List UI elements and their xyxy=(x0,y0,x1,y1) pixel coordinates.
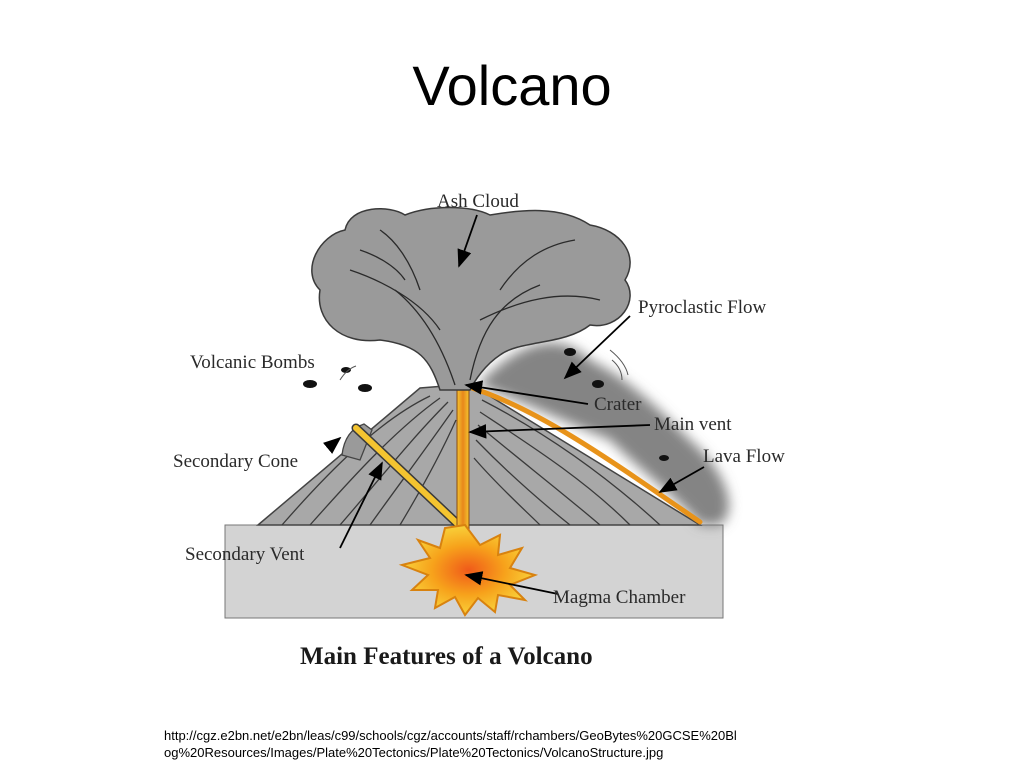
diagram-caption: Main Features of a Volcano xyxy=(300,643,593,670)
label-main-vent: Main vent xyxy=(654,414,732,435)
slide-title: Volcano xyxy=(412,54,612,117)
main-vent xyxy=(456,383,470,531)
label-pyroclastic-flow: Pyroclastic Flow xyxy=(638,297,767,318)
label-lava-flow: Lava Flow xyxy=(703,446,785,467)
source-url-line-1: http://cgz.e2bn.net/e2bn/leas/c99/school… xyxy=(164,728,737,743)
label-magma-chamber: Magma Chamber xyxy=(553,587,686,608)
magma-chamber xyxy=(398,523,539,617)
label-arrows xyxy=(322,214,705,595)
ash-cloud xyxy=(311,206,631,391)
label-ash-cloud: Ash Cloud xyxy=(437,191,519,212)
bomb-trails xyxy=(339,349,629,381)
label-secondary-cone: Secondary Cone xyxy=(173,451,298,472)
volcanic-bombs xyxy=(303,348,669,461)
label-secondary-vent: Secondary Vent xyxy=(185,544,305,565)
source-url-line-2: og%20Resources/Images/Plate%20Tectonics/… xyxy=(164,745,664,760)
label-crater: Crater xyxy=(594,394,642,415)
source-url: http://cgz.e2bn.net/e2bn/leas/c99/school… xyxy=(164,727,804,761)
label-volcanic-bombs: Volcanic Bombs xyxy=(190,352,315,373)
volcano-diagram: Ash Cloud Pyroclastic Flow Volcanic Bomb… xyxy=(173,191,785,670)
lava-flow-stream xyxy=(469,385,703,525)
